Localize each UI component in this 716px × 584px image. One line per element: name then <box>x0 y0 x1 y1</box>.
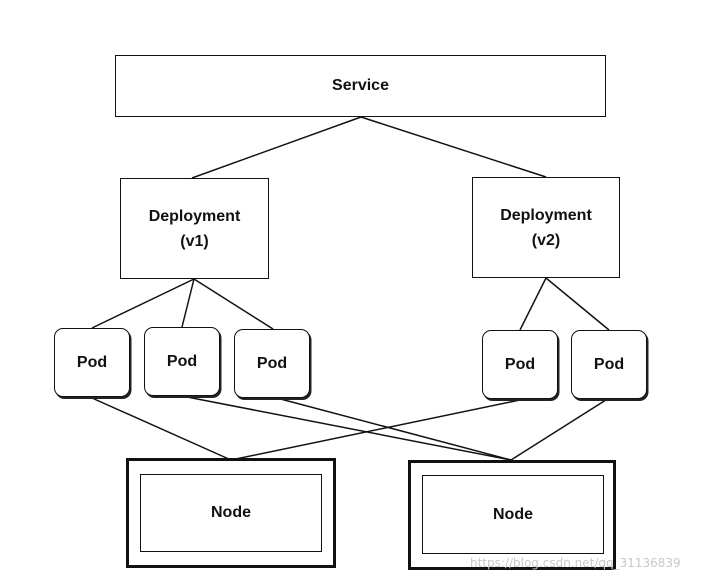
line-pod-1-node-1 <box>91 397 232 461</box>
line-pod-4-node-1 <box>230 399 521 461</box>
line-service-deployment-v1 <box>191 116 362 179</box>
deployment-v1-box: Deployment (v1) <box>120 178 269 279</box>
line-deploy-v2-pod-5 <box>545 277 610 331</box>
line-deploy-v2-pod-4 <box>519 277 547 331</box>
line-deploy-v1-pod-2 <box>181 278 195 328</box>
deployment-v2-version: (v2) <box>531 231 561 249</box>
pod-4-label: Pod <box>504 355 536 373</box>
pod-1-label: Pod <box>76 353 108 371</box>
pod-3-label: Pod <box>256 354 288 372</box>
deployment-v2-label: Deployment <box>500 206 592 224</box>
deployment-v1-version: (v1) <box>180 232 209 250</box>
pod-1-box: Pod <box>54 328 130 397</box>
line-pod-3-node-2 <box>272 396 512 461</box>
line-pod-5-node-2 <box>510 397 610 461</box>
pod-4-box: Pod <box>482 330 558 399</box>
node-1-outer-box: Node <box>126 458 336 568</box>
node-2-inner-box: Node <box>422 475 604 554</box>
line-deploy-v1-pod-1 <box>91 278 195 329</box>
pod-2-label: Pod <box>166 352 198 370</box>
node-2-outer-box: Node <box>408 460 616 570</box>
pod-5-box: Pod <box>571 330 647 399</box>
node-1-inner-box: Node <box>140 474 322 552</box>
node-1-label: Node <box>211 504 251 521</box>
deployment-v1-label: Deployment <box>148 207 241 225</box>
line-pod-2-node-2 <box>181 395 512 461</box>
service-label: Service <box>332 77 389 94</box>
line-service-deployment-v2 <box>360 116 547 178</box>
service-box: Service <box>115 55 606 117</box>
deployment-v2-box: Deployment (v2) <box>472 177 620 278</box>
pod-3-box: Pod <box>234 329 310 398</box>
node-2-label: Node <box>493 505 533 523</box>
line-deploy-v1-pod-3 <box>193 278 274 330</box>
pod-2-box: Pod <box>144 327 220 396</box>
pod-5-label: Pod <box>593 355 625 373</box>
watermark-text: https://blog.csdn.net/qq_31136839 <box>470 556 681 570</box>
